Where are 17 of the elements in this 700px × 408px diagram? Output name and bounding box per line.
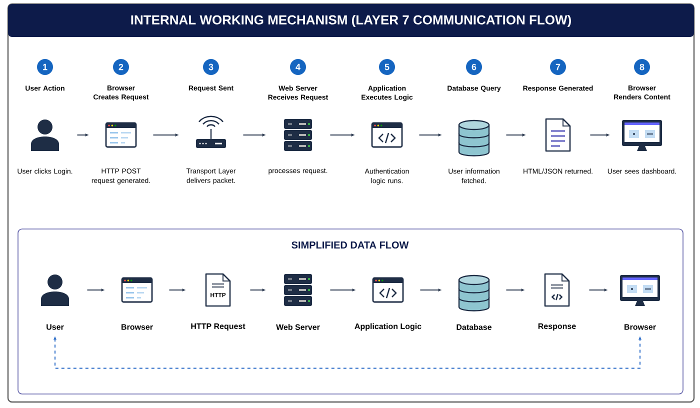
step-label: Database: [456, 324, 492, 330]
step-number: 4: [290, 59, 306, 75]
step-label: Response: [538, 323, 576, 331]
step-label: Browser: [624, 324, 656, 330]
title-banner: INTERNAL WORKING MECHANISM (LAYER 7 COMMUNICATION FLOW): [8, 4, 694, 37]
step-label: Browser: [122, 324, 153, 330]
step-label: Web Server: [276, 324, 320, 330]
step-number: 7: [550, 59, 566, 75]
step-label: HTTP Request: [191, 323, 246, 331]
step-number: 2: [113, 59, 129, 75]
step-number: 3: [203, 59, 219, 75]
step-label: User: [46, 324, 64, 330]
step-label: Application Logic: [354, 323, 422, 331]
step-number: 6: [466, 59, 482, 75]
step-number: 1: [37, 59, 53, 75]
step-number: 5: [379, 59, 395, 75]
step-number: 8: [634, 59, 650, 75]
